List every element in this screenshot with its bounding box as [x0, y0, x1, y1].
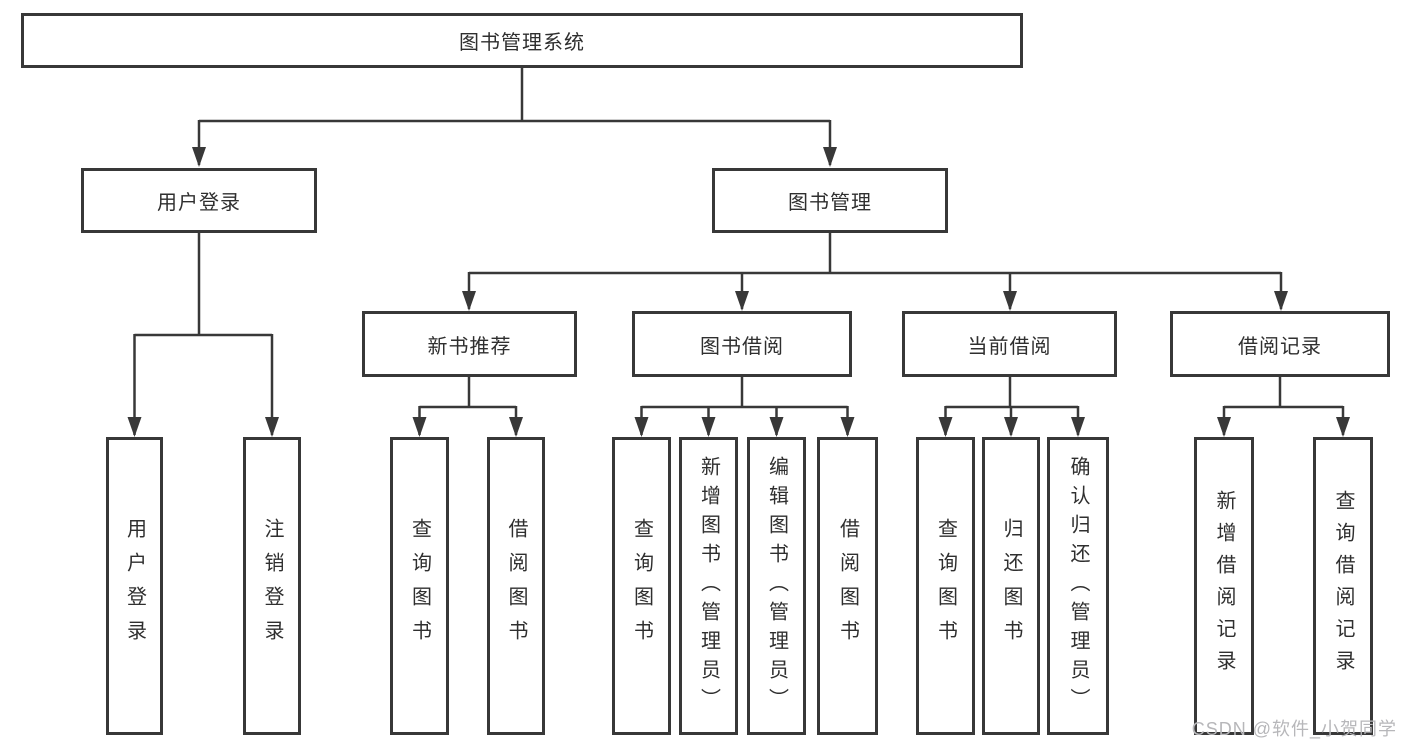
node-book-borrowing: 图书借阅 — [632, 311, 852, 377]
leaf-query-borrow-record: 查询借阅记录 — [1313, 437, 1373, 735]
leaf-edit-book-admin: 编辑图书（管理员） — [747, 437, 806, 735]
leaf-confirm-return-admin: 确认归还（管理员） — [1047, 437, 1109, 735]
node-root-system: 图书管理系统 — [21, 13, 1023, 68]
leaf-logout: 注销登录 — [243, 437, 301, 735]
leaf-add-borrow-record: 新增借阅记录 — [1194, 437, 1254, 735]
node-new-book-recommendation: 新书推荐 — [362, 311, 577, 377]
leaf-return-books: 归还图书 — [982, 437, 1040, 735]
node-book-management: 图书管理 — [712, 168, 948, 233]
leaf-user-login: 用户登录 — [106, 437, 163, 735]
leaf-borrow-books-recommend: 借阅图书 — [487, 437, 545, 735]
leaf-query-books-recommend: 查询图书 — [390, 437, 449, 735]
leaf-borrow-books-borrowing: 借阅图书 — [817, 437, 878, 735]
node-borrowing-records: 借阅记录 — [1170, 311, 1390, 377]
leaf-query-books-borrowing: 查询图书 — [612, 437, 671, 735]
node-user-login: 用户登录 — [81, 168, 317, 233]
leaf-query-books-current: 查询图书 — [916, 437, 975, 735]
leaf-add-book-admin: 新增图书（管理员） — [679, 437, 738, 735]
node-current-borrowing: 当前借阅 — [902, 311, 1117, 377]
